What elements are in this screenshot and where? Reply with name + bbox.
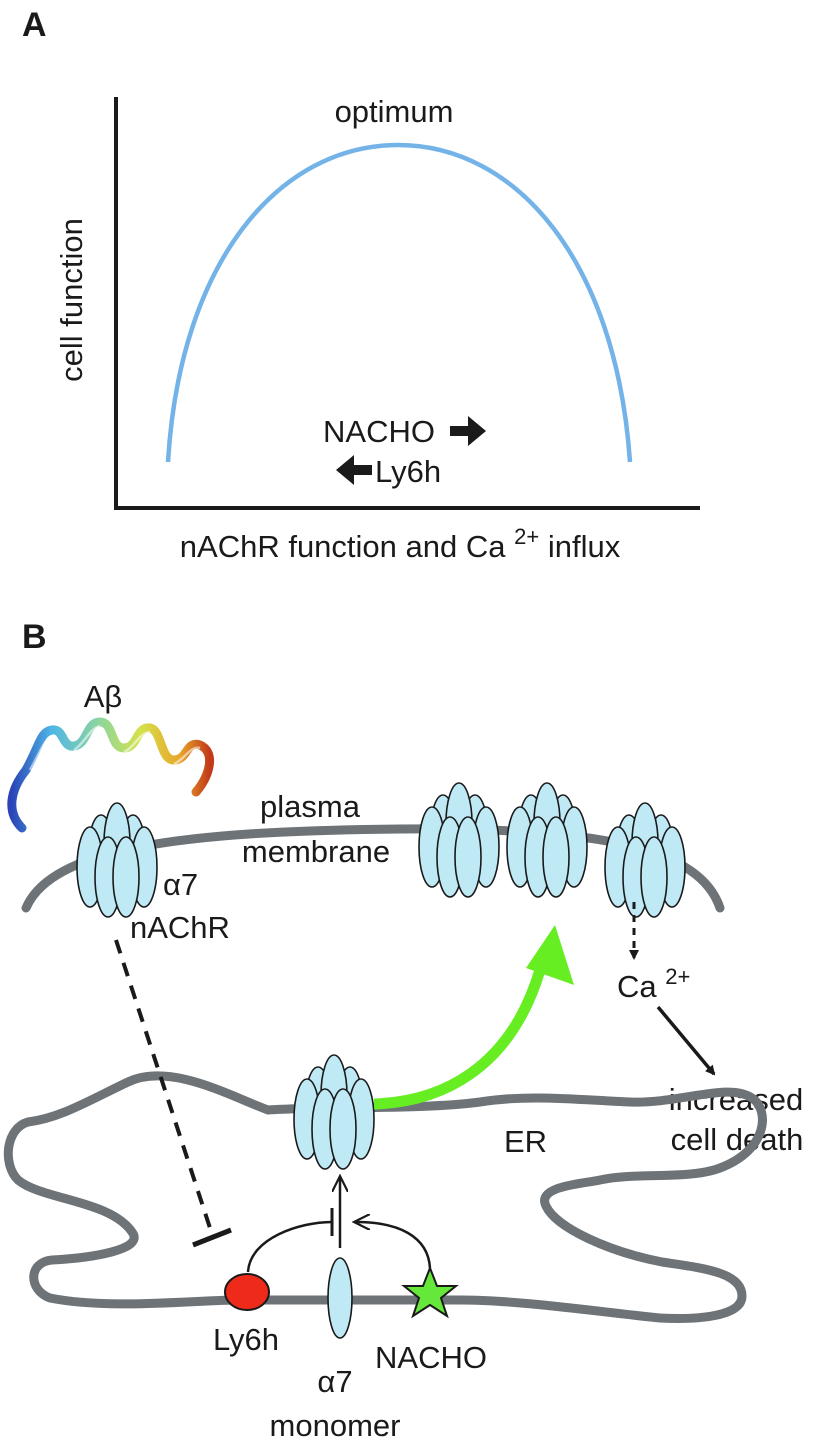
calcium-label-base: Ca (617, 969, 657, 1004)
alpha7-monomer-label-line1: α7 (317, 1364, 352, 1399)
ly6h-inhibition-arc (246, 1220, 333, 1273)
panel-b-letter: B (22, 618, 47, 656)
calcium-label-sup: 2+ (665, 964, 690, 989)
amyloid-beta-peptide-icon (7, 717, 214, 833)
cell-death-arrow (656, 1005, 716, 1076)
optimum-label: optimum (335, 94, 454, 129)
x-axis-label-prefix: nAChR function and Ca (180, 529, 506, 564)
alpha7-nachr-label-line1: α7 (163, 867, 198, 902)
abeta-label: Aβ (84, 679, 123, 714)
nacho-promotion-arc (356, 1222, 432, 1269)
surface-nachr-channel-4 (604, 802, 686, 918)
plasma-membrane-label-line2: membrane (242, 834, 390, 869)
panel-a-letter: A (22, 6, 47, 44)
trafficking-arrowhead (526, 925, 574, 985)
right-arrow-icon (450, 416, 486, 446)
plasma-membrane-label-line1: plasma (260, 789, 361, 824)
er-nachr-channel (293, 1054, 375, 1170)
ly6h-shift-label: Ly6h (375, 454, 441, 489)
panel-a-axes (114, 97, 700, 510)
cell-death-label-line2: cell death (671, 1122, 804, 1157)
optimum-curve (165, 142, 633, 463)
alpha7-nachr-label-line2: nAChR (130, 910, 230, 945)
nacho-label: NACHO (375, 1340, 487, 1375)
nacho-shift-label: NACHO (323, 414, 435, 449)
surface-nachr-channel-1 (76, 802, 158, 918)
x-axis-label-sup: 2+ (514, 524, 539, 549)
x-axis-label: nAChR function and Ca 2+ influx (180, 516, 621, 564)
ly6h-protein-icon (224, 1273, 270, 1311)
x-axis-label-suffix: influx (548, 529, 621, 564)
abeta-inhibition-bar (192, 1227, 232, 1248)
alpha7-monomer-label-line2: monomer (270, 1408, 401, 1443)
y-axis-label: cell function (54, 218, 89, 382)
trafficking-arrow (373, 968, 546, 1110)
calcium-label: Ca 2+ (617, 964, 690, 1004)
alpha7-monomer-icon (327, 1257, 353, 1339)
left-arrow-icon (336, 455, 372, 485)
surface-nachr-channel-3 (506, 782, 588, 898)
ly6h-label: Ly6h (213, 1322, 279, 1357)
nacho-star-icon (401, 1265, 459, 1319)
er-label: ER (504, 1124, 547, 1159)
abeta-inhibition-line (114, 939, 212, 1229)
surface-nachr-channel-2 (418, 782, 500, 898)
er-membrane (3, 1071, 767, 1323)
